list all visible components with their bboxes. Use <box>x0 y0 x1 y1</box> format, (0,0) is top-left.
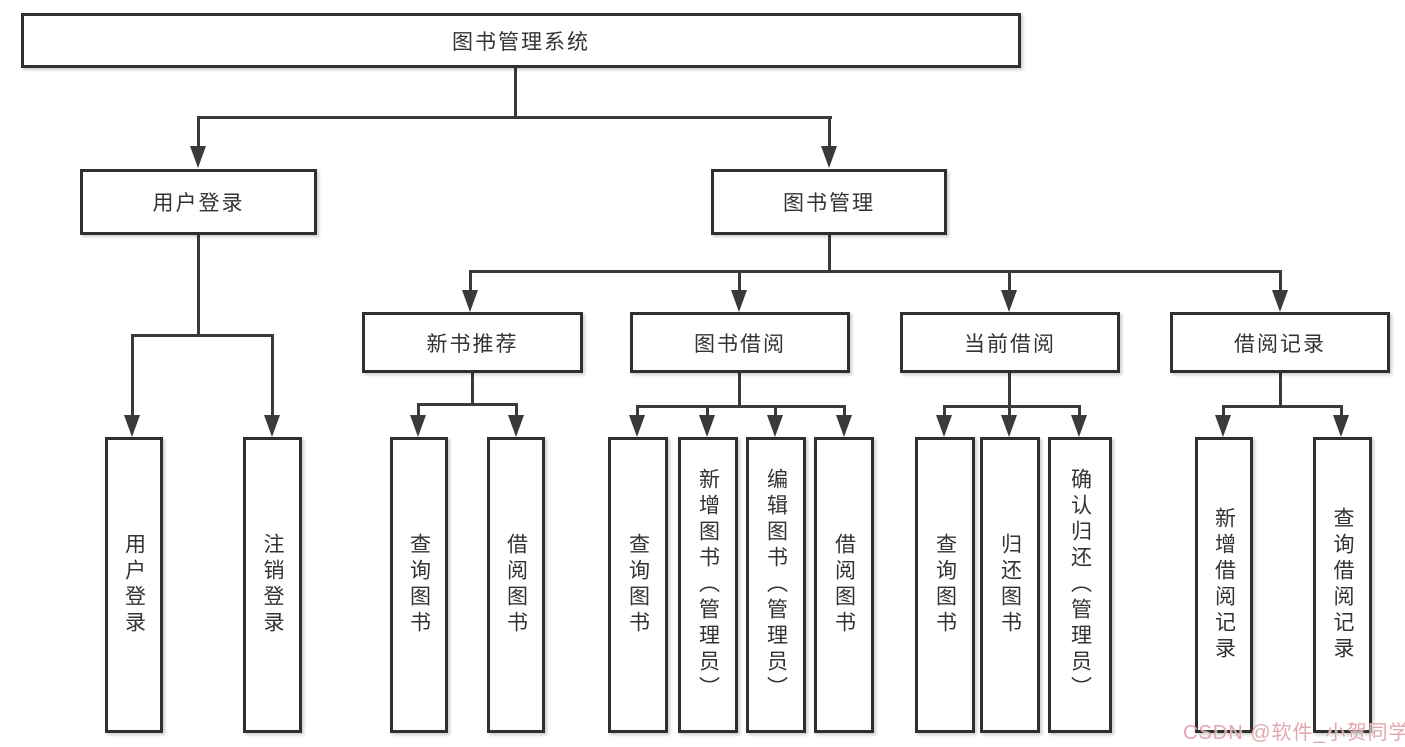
leaf-bb-query-books: 查询图书 <box>608 437 668 733</box>
connector-groupB-rail <box>636 405 846 408</box>
leaf-user-login: 用户登录 <box>105 437 163 733</box>
arrowhead-B1 <box>629 415 645 437</box>
arrowhead-book-mgmt <box>821 146 837 168</box>
node-new-book-rec: 新书推荐 <box>362 312 583 373</box>
arrowhead-D1 <box>1215 415 1231 437</box>
leaf-cb-return-books: 归还图书 <box>980 437 1040 733</box>
connector-bookmgmt-rail <box>469 270 1282 273</box>
node-borrow-records: 借阅记录 <box>1170 312 1390 373</box>
connector-groupD-stem <box>1279 373 1282 407</box>
leaf-br-add-record-label: 新增借阅记录 <box>1212 507 1236 663</box>
leaf-cb-return-books-label: 归还图书 <box>998 533 1022 637</box>
connector-userlogin-rail <box>131 334 274 337</box>
leaf-bb-add-books-admin-label: 新增图书（管理员） <box>696 468 720 702</box>
leaf-bb-query-books-label: 查询图书 <box>626 533 650 637</box>
leaf-rec-query-books: 查询图书 <box>390 437 448 733</box>
leaf-bb-borrow-books-label: 借阅图书 <box>832 533 856 637</box>
connector-drop-recordsmod <box>1279 270 1282 292</box>
leaf-logout-label: 注销登录 <box>261 533 284 637</box>
node-user-login-label: 用户登录 <box>152 192 245 215</box>
leaf-bb-add-books-admin: 新增图书（管理员） <box>678 437 738 733</box>
connector-groupA-stem <box>471 373 474 405</box>
arrowhead-recordsmod <box>1272 290 1288 312</box>
connector-drop-B2 <box>706 405 709 419</box>
arrowhead-B2 <box>699 415 715 437</box>
leaf-user-login-label: 用户登录 <box>122 533 146 637</box>
arrowhead-C1 <box>936 415 952 437</box>
leaf-cb-query-books: 查询图书 <box>915 437 975 733</box>
connector-drop-A1 <box>417 403 420 419</box>
arrowhead-currentmod <box>1001 290 1017 312</box>
arrowhead-newbook <box>462 290 478 312</box>
connector-drop-C2 <box>1008 405 1011 419</box>
node-user-login: 用户登录 <box>80 169 317 235</box>
connector-drop-A2 <box>515 403 518 419</box>
connector-drop-leaf-login <box>131 334 134 419</box>
connector-groupC-rail <box>943 405 1081 408</box>
connector-drop-newbook <box>469 270 472 292</box>
connector-drop-D2 <box>1340 405 1343 419</box>
leaf-cb-confirm-return-admin-label: 确认归还（管理员） <box>1068 468 1092 702</box>
connector-groupA-rail <box>417 403 518 406</box>
connector-drop-user-login <box>197 116 200 150</box>
connector-drop-D1 <box>1222 405 1225 419</box>
arrowhead-A2 <box>508 415 524 437</box>
arrowhead-C3 <box>1071 415 1087 437</box>
leaf-bb-borrow-books: 借阅图书 <box>814 437 874 733</box>
leaf-bb-edit-books-admin-label: 编辑图书（管理员） <box>764 468 788 702</box>
node-current-borrow: 当前借阅 <box>900 312 1120 373</box>
connector-root-rail <box>197 116 832 119</box>
leaf-cb-query-books-label: 查询图书 <box>933 533 957 637</box>
leaf-logout: 注销登录 <box>243 437 302 733</box>
leaf-br-add-record: 新增借阅记录 <box>1195 437 1253 733</box>
leaf-br-query-record-label: 查询借阅记录 <box>1331 507 1354 663</box>
node-book-borrow: 图书借阅 <box>630 312 850 373</box>
connector-drop-currentmod <box>1008 270 1011 292</box>
arrowhead-leaf-logout <box>264 415 280 437</box>
arrowhead-D2 <box>1333 415 1349 437</box>
arrowhead-B4 <box>836 415 852 437</box>
connector-drop-C3 <box>1078 405 1081 419</box>
leaf-cb-confirm-return-admin: 确认归还（管理员） <box>1048 437 1112 733</box>
node-root: 图书管理系统 <box>21 13 1021 68</box>
arrowhead-borrowmod <box>731 290 747 312</box>
connector-drop-leaf-logout <box>271 334 274 419</box>
connector-drop-B4 <box>843 405 846 419</box>
leaf-rec-borrow-books-label: 借阅图书 <box>504 533 528 637</box>
node-new-book-rec-label: 新书推荐 <box>426 332 519 356</box>
arrowhead-leaf-login <box>124 415 140 437</box>
arrowhead-user-login <box>190 146 206 168</box>
connector-drop-book-mgmt <box>828 116 831 150</box>
connector-groupD-rail <box>1222 405 1343 408</box>
connector-root-stem <box>514 68 517 118</box>
node-current-borrow-label: 当前借阅 <box>964 332 1056 356</box>
node-root-label: 图书管理系统 <box>452 30 590 54</box>
connector-drop-C1 <box>943 405 946 419</box>
node-borrow-records-label: 借阅记录 <box>1234 332 1326 356</box>
connector-drop-B1 <box>636 405 639 419</box>
leaf-br-query-record: 查询借阅记录 <box>1313 437 1372 733</box>
node-book-mgmt: 图书管理 <box>711 169 947 235</box>
arrowhead-B3 <box>767 415 783 437</box>
connector-groupC-stem <box>1008 373 1011 407</box>
leaf-rec-borrow-books: 借阅图书 <box>487 437 545 733</box>
connector-drop-B3 <box>774 405 777 419</box>
arrowhead-C2 <box>1001 415 1017 437</box>
connector-bookmgmt-stem <box>828 235 831 272</box>
leaf-rec-query-books-label: 查询图书 <box>407 533 431 637</box>
csdn-watermark: CSDN @软件_小贺同学 <box>1183 722 1405 744</box>
connector-drop-borrowmod <box>738 270 741 292</box>
leaf-bb-edit-books-admin: 编辑图书（管理员） <box>746 437 806 733</box>
node-book-borrow-label: 图书借阅 <box>694 332 786 356</box>
connector-groupB-stem <box>738 373 741 407</box>
connector-userlogin-stem <box>197 235 200 337</box>
node-book-mgmt-label: 图书管理 <box>783 192 875 215</box>
arrowhead-A1 <box>410 415 426 437</box>
